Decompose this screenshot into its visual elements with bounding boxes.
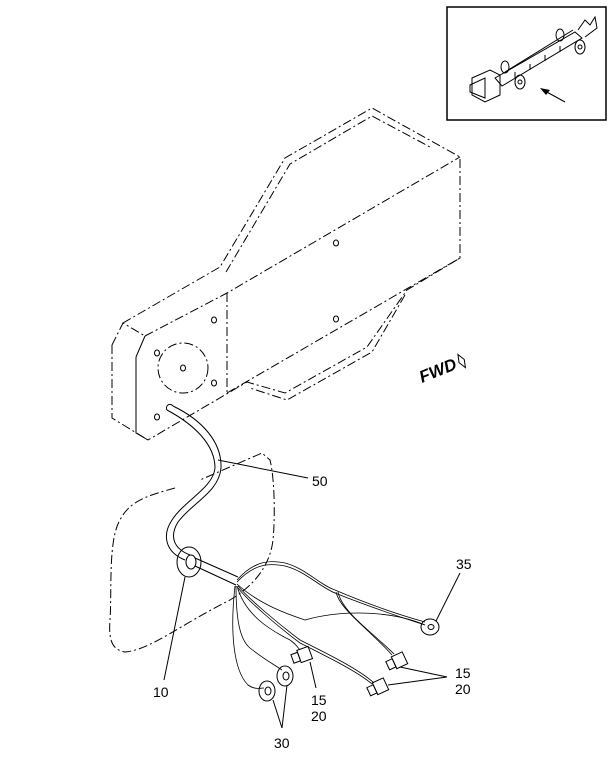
bolt-holes [154,239,339,421]
frame-rail [111,107,461,441]
callout-20-left: 20 [311,708,327,724]
grommet [176,546,202,578]
callout-15-left: 15 [311,692,327,708]
callout-15-right: 15 [455,665,471,681]
callout-20-right: 20 [455,681,471,697]
forward-direction-indicator: FWD [416,353,467,387]
locator-arrow-icon [540,88,566,103]
callout-50: 50 [312,473,328,489]
callout-30: 30 [274,735,290,751]
connectors [290,645,409,697]
forward-arrow-icon [457,353,467,369]
ring-terminals-30 [258,665,294,702]
fwd-label: FWD [416,355,459,387]
harness-cable [165,403,239,586]
ring-terminal-35 [420,618,440,636]
leader-lines [163,459,461,729]
mounting-bracket [109,452,275,653]
wire-breakouts [232,561,426,689]
inset-locator [446,6,607,121]
callout-35: 35 [456,556,472,572]
chassis-sketch [469,15,598,103]
callout-10: 10 [153,684,169,700]
